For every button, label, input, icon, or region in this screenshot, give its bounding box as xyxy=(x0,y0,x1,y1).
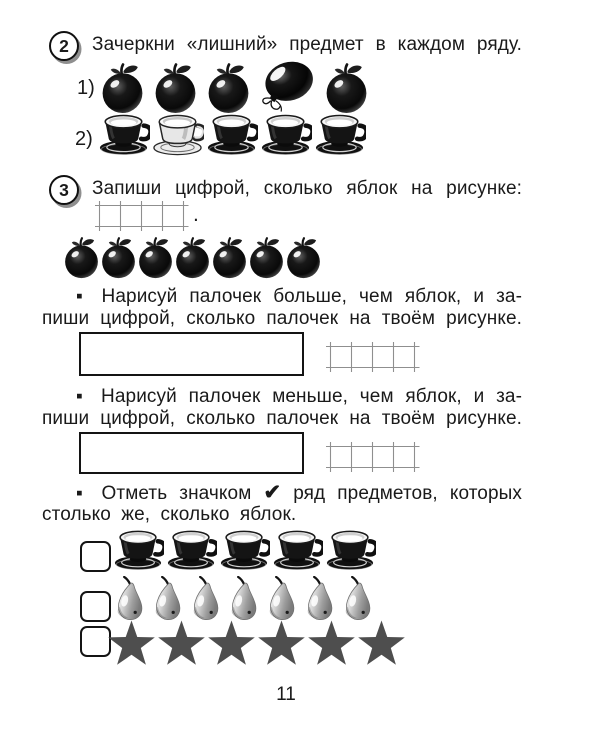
answer-grid-cells xyxy=(326,342,420,372)
dark-cup-icon xyxy=(220,530,270,570)
answer-grid-less[interactable] xyxy=(326,442,420,472)
exercise-3-title: Запиши цифрой, сколько яблок на рисунке: xyxy=(92,178,522,199)
choice-row-stars xyxy=(107,619,406,667)
pear-icon xyxy=(345,576,371,620)
exercise-2-title: Зачеркни «лишний» предмет в каждом ряду. xyxy=(92,34,522,55)
dark-cup-icon xyxy=(261,114,312,155)
row-1-objects[interactable] xyxy=(100,61,369,115)
exercise-3-badge: 3 xyxy=(49,175,79,205)
apple-icon xyxy=(326,62,367,113)
apple-icon xyxy=(102,237,135,279)
apple-icon xyxy=(155,62,196,113)
checkbox-cups-row[interactable] xyxy=(80,541,111,572)
answer-grid-cells xyxy=(95,201,189,231)
task-mark-line-2: столько же, сколько яблок. xyxy=(42,504,297,525)
star-icon xyxy=(258,620,305,665)
apple-icon xyxy=(139,237,172,279)
dark-cup-icon xyxy=(326,530,376,570)
balloon-icon xyxy=(262,61,313,112)
drawing-box-less[interactable] xyxy=(79,432,304,474)
light-cup-icon xyxy=(153,114,204,156)
pear-icon xyxy=(117,576,143,620)
task-more-line-2: пиши цифрой, сколько палочек на твоём ри… xyxy=(42,308,522,329)
answer-grid-more[interactable] xyxy=(326,342,420,372)
apples-row xyxy=(63,237,322,279)
pear-icon xyxy=(155,576,181,620)
apple-icon xyxy=(65,237,98,279)
star-icon xyxy=(158,620,205,665)
answer-grid-title[interactable] xyxy=(95,201,189,231)
exercise-2-badge: 2 xyxy=(49,31,79,61)
after-grid-period: . xyxy=(193,203,199,226)
choice-row-cups xyxy=(112,525,376,571)
apple-icon xyxy=(287,237,320,279)
check-mark-icon: ✔ xyxy=(263,481,282,504)
checkbox-pears-row[interactable] xyxy=(80,591,111,622)
row-2-objects[interactable] xyxy=(97,109,366,156)
task-mark-line-1: ▪ Отметь значком ✔ ряд предметов, которы… xyxy=(76,482,522,505)
dark-cup-icon xyxy=(315,114,366,155)
star-icon xyxy=(358,620,405,665)
apple-icon xyxy=(250,237,283,279)
apple-icon xyxy=(213,237,246,279)
pear-icon xyxy=(193,576,219,620)
page-number: 11 xyxy=(276,684,296,705)
dark-cup-icon xyxy=(114,530,164,570)
pear-icon xyxy=(307,576,333,620)
drawing-box-more[interactable] xyxy=(79,332,304,376)
answer-grid-cells xyxy=(326,442,420,472)
row-1-label: 1) xyxy=(77,77,95,99)
dark-cup-icon xyxy=(207,114,258,155)
pear-icon xyxy=(231,576,257,620)
task-less-line-2: пиши цифрой, сколько палочек на твоём ри… xyxy=(42,408,522,429)
dark-cup-icon xyxy=(167,530,217,570)
star-icon xyxy=(308,620,355,665)
choice-row-pears xyxy=(110,576,375,622)
apple-icon xyxy=(102,62,143,113)
apple-icon xyxy=(176,237,209,279)
task-more-line-1: ▪ Нарисуй палочек больше, чем яблок, и з… xyxy=(76,286,522,307)
pear-icon xyxy=(269,576,295,620)
task-mark-prefix: ▪ Отметь значком xyxy=(76,483,252,504)
apple-icon xyxy=(208,62,249,113)
star-icon xyxy=(108,620,155,665)
dark-cup-icon xyxy=(273,530,323,570)
row-2-label: 2) xyxy=(75,128,93,150)
star-icon xyxy=(208,620,255,665)
dark-cup-icon xyxy=(99,114,150,155)
checkbox-stars-row[interactable] xyxy=(80,626,111,657)
task-mark-suffix: ряд предметов, которых xyxy=(293,483,522,504)
task-less-line-1: ▪ Нарисуй палочек меньше, чем яблок, и з… xyxy=(76,386,522,407)
